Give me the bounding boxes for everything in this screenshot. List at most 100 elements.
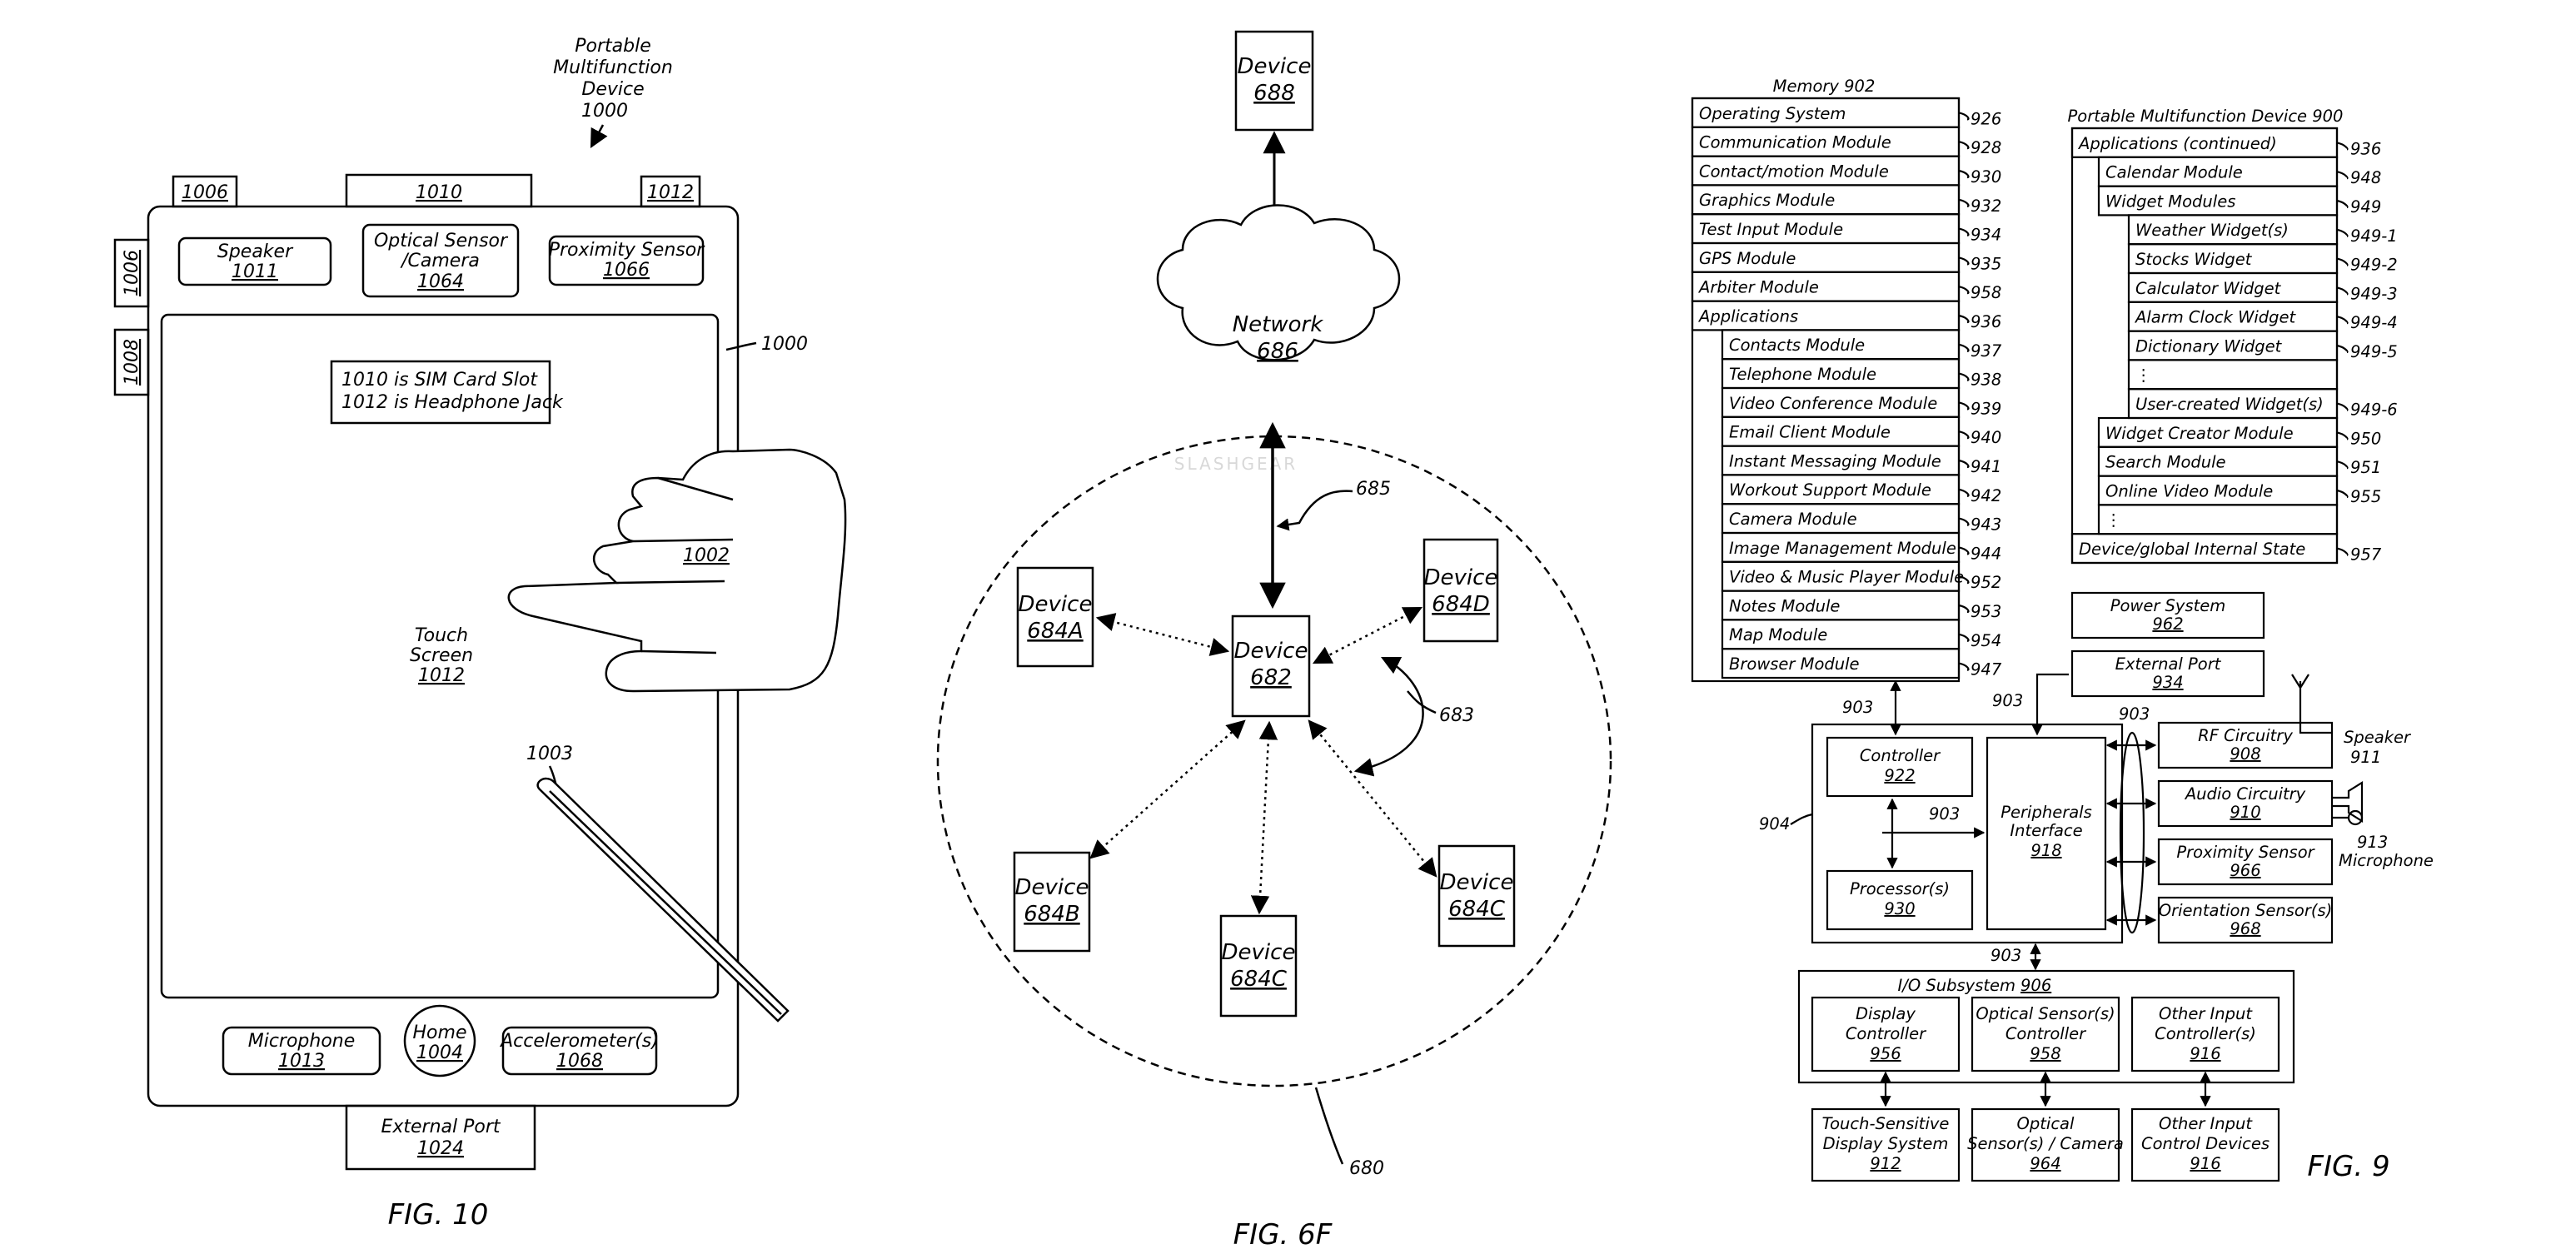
slot-1006-top-label: 1006 bbox=[182, 182, 228, 203]
pmd-row-leader bbox=[2336, 257, 2349, 266]
touch-display-name-1: Touch-Sensitive bbox=[1822, 1114, 1950, 1133]
device-682-ref: 682 bbox=[1250, 665, 1292, 690]
audio-ref: 910 bbox=[2230, 803, 2260, 822]
mic-label: Microphone bbox=[2339, 851, 2434, 870]
link-684a-682 bbox=[1095, 613, 1230, 656]
controller-ref: 922 bbox=[1884, 766, 1915, 785]
app-row-leader bbox=[1958, 633, 1970, 642]
app-row-ref: 942 bbox=[1971, 486, 2001, 505]
io-ref: 906 bbox=[2020, 976, 2051, 995]
peripherals-name-1: Peripherals bbox=[2001, 803, 2091, 822]
note-line-1: 1010 is SIM Card Slot bbox=[341, 370, 538, 391]
other-dev-name-1: Other Input bbox=[2159, 1114, 2253, 1133]
hand-finger-lines bbox=[615, 476, 734, 654]
pmd-row-ref: 951 bbox=[2350, 458, 2381, 477]
app-row-ref: 940 bbox=[1971, 428, 2001, 447]
app-row-ref: 943 bbox=[1971, 515, 2001, 535]
optical-ctrl-box bbox=[1971, 996, 2120, 1072]
memory-row-label: Test Input Module bbox=[1699, 220, 1843, 239]
memory-row-leader bbox=[1958, 227, 1970, 236]
audio-name: Audio Circuitry bbox=[2184, 784, 2306, 804]
rf-ref: 908 bbox=[2230, 744, 2260, 764]
memory-row-label: Contact/motion Module bbox=[1699, 162, 1889, 181]
memory-row-ref: 934 bbox=[1971, 226, 2001, 245]
optical-box bbox=[361, 223, 520, 298]
microphone-icon bbox=[2347, 809, 2364, 826]
device-688-ref: 688 bbox=[1253, 81, 1295, 106]
side-button-1006-label: 1006 bbox=[122, 250, 142, 296]
fig10-device-label-2: Multifunction bbox=[553, 57, 673, 78]
app-row-label: Video & Music Player Module bbox=[1729, 568, 1964, 587]
pmd-row-ref: 950 bbox=[2350, 429, 2381, 448]
power-system-name: Power System bbox=[2110, 596, 2226, 615]
app-row-leader bbox=[1958, 430, 1970, 440]
core-block bbox=[1811, 723, 2124, 944]
app-row-label: Telephone Module bbox=[1729, 365, 1876, 384]
device-684d-word: Device bbox=[1424, 565, 1498, 590]
memory-row-ref: 958 bbox=[1971, 283, 2001, 302]
optical-ctrl-name-1: Optical Sensor(s) bbox=[1976, 1004, 2115, 1023]
rf-name: RF Circuitry bbox=[2198, 726, 2293, 745]
pmd-row-label: Weather Widget(s) bbox=[2135, 221, 2289, 240]
app-row-label: Email Client Module bbox=[1729, 423, 1891, 442]
optical-cam-box bbox=[1971, 1107, 2120, 1182]
link-684cb-682 bbox=[1250, 720, 1278, 915]
prox-ref: 966 bbox=[2230, 861, 2260, 880]
pmd-row-leader bbox=[2336, 171, 2349, 180]
accelerometer-ref: 1068 bbox=[556, 1051, 603, 1072]
ref-680-leader bbox=[1314, 1087, 1344, 1165]
bus-ref-memory: 903 bbox=[1842, 698, 1873, 717]
optical-ref: 1064 bbox=[417, 271, 464, 292]
home-name: Home bbox=[413, 1023, 467, 1043]
device-684d-box bbox=[1423, 538, 1499, 643]
peripherals-ref: 918 bbox=[2030, 841, 2061, 860]
optical-cam-ref: 964 bbox=[2030, 1154, 2060, 1173]
rf-box bbox=[2157, 721, 2334, 769]
mic-ref-label: 913 bbox=[2357, 833, 2388, 852]
device-684a-ref: 684A bbox=[1027, 619, 1083, 644]
app-row-ref: 953 bbox=[1971, 602, 2001, 621]
device-682-box bbox=[1231, 615, 1311, 718]
bus-ref-internal: 903 bbox=[1929, 804, 1960, 824]
slot-1012-top-label: 1012 bbox=[647, 182, 694, 203]
app-row-label: Contacts Module bbox=[1729, 336, 1865, 355]
display-ctrl-ref: 956 bbox=[1870, 1044, 1901, 1063]
pmd-row-ref: 949 bbox=[2350, 197, 2381, 216]
app-row-leader bbox=[1958, 488, 1970, 497]
memory-row-label: GPS Module bbox=[1699, 249, 1796, 268]
stylus-ref: 1003 bbox=[526, 744, 573, 764]
link-684cr-682 bbox=[1308, 719, 1437, 878]
memory-row-ref: 926 bbox=[1971, 109, 2001, 128]
device-684b-ref: 684B bbox=[1024, 902, 1079, 927]
link-684d-682 bbox=[1313, 606, 1423, 664]
app-row-leader bbox=[1958, 546, 1970, 555]
device-684c-bottom-box bbox=[1219, 914, 1298, 1018]
pmd-row-label: Calculator Widget bbox=[2135, 279, 2282, 298]
pmd-row-label: Stocks Widget bbox=[2135, 250, 2253, 269]
app-row-leader bbox=[1958, 372, 1970, 381]
power-system-box bbox=[2070, 591, 2265, 639]
pmd-row-ref: 949-4 bbox=[2350, 313, 2398, 332]
stylus-inner-line bbox=[549, 790, 782, 1015]
accelerometer-box bbox=[501, 1026, 658, 1076]
note-box bbox=[330, 360, 551, 425]
pmd-row-label: Widget Modules bbox=[2105, 192, 2235, 211]
network-cloud bbox=[1156, 204, 1401, 361]
app-row-ref: 947 bbox=[1971, 660, 2002, 679]
external-port-ref: 1024 bbox=[417, 1138, 464, 1159]
app-row-leader bbox=[1958, 662, 1970, 671]
optical-name-1: Optical Sensor bbox=[374, 231, 509, 251]
memory-row-leader bbox=[1958, 198, 1970, 207]
touch-display-ref: 912 bbox=[1870, 1154, 1901, 1173]
bus-ref-io: 903 bbox=[1991, 946, 2021, 965]
memory-row-ref: 935 bbox=[1971, 254, 2001, 273]
memory-title: Memory 902 bbox=[1773, 77, 1876, 96]
memory-row-leader bbox=[1958, 141, 1970, 150]
touch-screen-name-1: Touch bbox=[415, 625, 468, 646]
pmd-row-ref: 949-3 bbox=[2350, 284, 2398, 303]
pmd-row-leader bbox=[2336, 228, 2349, 237]
speaker-label: Speaker bbox=[2344, 728, 2412, 747]
memory-row-label: Communication Module bbox=[1699, 133, 1891, 152]
audio-box bbox=[2157, 779, 2334, 828]
